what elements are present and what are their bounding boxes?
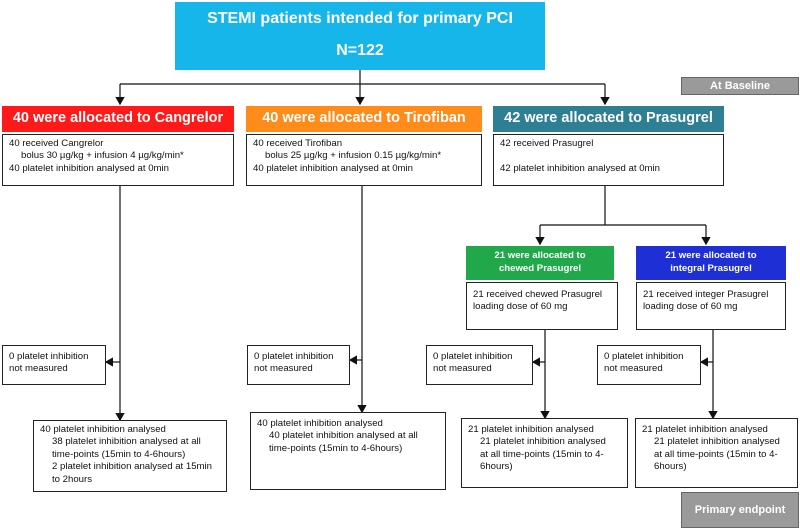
tirofiban-header: 40 were allocated to Tirofiban xyxy=(246,106,482,132)
cangrelor-analysed-box: 40 platelet inhibition analysed 38 plate… xyxy=(33,420,227,492)
chewed-analysed-box: 21 platelet inhibition analysed 21 plate… xyxy=(461,418,628,488)
tirofiban-notmeasured-line: 0 platelet inhibition xyxy=(254,351,334,362)
cangrelor-dose-line: bolus 30 µg/kg + infusion 4 µg/kg/min* xyxy=(21,150,184,162)
endpoint-tag: Primary endpoint xyxy=(681,492,799,528)
chewed-header-line: 21 were allocated to xyxy=(494,250,586,261)
cangrelor-received-line: 40 received Cangrelor xyxy=(9,138,104,149)
cangrelor-analysed-line: 40 platelet inhibition analysed xyxy=(40,424,166,435)
cangrelor-baseline-line: 40 platelet inhibition analysed at 0min xyxy=(9,162,170,174)
tirofiban-analysed-line: 40 platelet inhibition analysed at all xyxy=(269,430,418,442)
chewed-analysed-line: 21 platelet inhibition analysed xyxy=(480,436,606,448)
tirofiban-dose-line: bolus 25 µg/kg + infusion 0.15 µg/kg/min… xyxy=(265,150,442,162)
cangrelor-analysed-line: 38 platelet inhibition analysed at all xyxy=(52,436,201,448)
cangrelor-notmeasured-box: 0 platelet inhibition not measured xyxy=(2,345,106,385)
integral-notmeasured-box: 0 platelet inhibition not measured xyxy=(597,345,701,385)
chewed-received-box: 21 received chewed Prasugrel loading dos… xyxy=(466,282,618,330)
tirofiban-baseline-line: 40 platelet inhibition analysed at 0min xyxy=(253,162,414,174)
cangrelor-notmeasured-line: 0 platelet inhibition xyxy=(9,351,89,362)
integral-analysed-line: 6hours) xyxy=(654,461,687,473)
cangrelor-analysed-line: to 2hours xyxy=(52,473,93,485)
chewed-notmeasured-box: 0 platelet inhibition not measured xyxy=(426,345,533,385)
integral-analysed-line: 21 platelet inhibition analysed xyxy=(642,424,768,435)
chewed-header-line: chewed Prasugrel xyxy=(498,263,582,274)
tirofiban-received-box: 40 received Tirofiban bolus 25 µg/kg + i… xyxy=(246,134,482,186)
tirofiban-notmeasured-box: 0 platelet inhibition not measured xyxy=(247,345,350,385)
prasugrel-received-box: 42 received Prasugrel 42 platelet inhibi… xyxy=(493,134,724,186)
integral-notmeasured-line: not measured xyxy=(604,363,663,375)
chewed-analysed-line: 6hours) xyxy=(480,461,513,473)
chewed-header: 21 were allocated to chewed Prasugrel xyxy=(466,246,614,280)
integral-header-line: 21 were allocated to xyxy=(665,250,757,261)
cangrelor-analysed-line: time-points (15min to 4-6hours) xyxy=(52,448,186,460)
integral-analysed-line: at all time-points (15min to 4- xyxy=(654,448,778,460)
cangrelor-analysed-line: 2 platelet inhibition analysed at 15min xyxy=(52,461,213,473)
integral-analysed-line: 21 platelet inhibition analysed xyxy=(654,436,780,448)
population-title: STEMI patients intended for primary PCI xyxy=(207,10,513,27)
prasugrel-header: 42 were allocated to Prasugrel xyxy=(493,106,724,132)
cangrelor-received-box: 40 received Cangrelor bolus 30 µg/kg + i… xyxy=(2,134,234,186)
integral-received-line: loading dose of 60 mg xyxy=(643,301,738,313)
tirofiban-analysed-line: time-points (15min to 4-6hours) xyxy=(269,442,403,454)
integral-received-box: 21 received integer Prasugrel loading do… xyxy=(636,282,786,330)
cangrelor-notmeasured-line: not measured xyxy=(9,363,68,375)
population-count: N=122 xyxy=(336,42,384,59)
integral-received-line: 21 received integer Prasugrel xyxy=(643,289,769,300)
prasugrel-baseline-line: 42 platelet inhibition analysed at 0min xyxy=(500,162,661,174)
integral-header-line: integral Prasugrel xyxy=(670,263,752,274)
cangrelor-header: 40 were allocated to Cangrelor xyxy=(2,106,234,132)
chewed-analysed-line: at all time-points (15min to 4- xyxy=(480,448,604,460)
integral-notmeasured-line: 0 platelet inhibition xyxy=(604,351,684,362)
prasugrel-received-line: 42 received Prasugrel xyxy=(500,138,594,149)
population-box: STEMI patients intended for primary PCI … xyxy=(175,2,545,70)
chewed-received-line: loading dose of 60 mg xyxy=(473,301,568,313)
chewed-analysed-line: 21 platelet inhibition analysed xyxy=(468,424,594,435)
integral-header: 21 were allocated to integral Prasugrel xyxy=(636,246,786,280)
chewed-received-line: 21 received chewed Prasugrel xyxy=(473,289,603,300)
tirofiban-analysed-box: 40 platelet inhibition analysed 40 plate… xyxy=(250,412,446,490)
tirofiban-analysed-line: 40 platelet inhibition analysed xyxy=(257,418,383,429)
chewed-notmeasured-line: not measured xyxy=(433,363,492,375)
chewed-notmeasured-line: 0 platelet inhibition xyxy=(433,351,513,362)
prasugrel-spacer-line xyxy=(500,150,717,162)
integral-analysed-box: 21 platelet inhibition analysed 21 plate… xyxy=(635,418,798,488)
tirofiban-notmeasured-line: not measured xyxy=(254,363,313,375)
baseline-tag: At Baseline xyxy=(681,77,799,95)
tirofiban-received-line: 40 received Tirofiban xyxy=(253,138,343,149)
